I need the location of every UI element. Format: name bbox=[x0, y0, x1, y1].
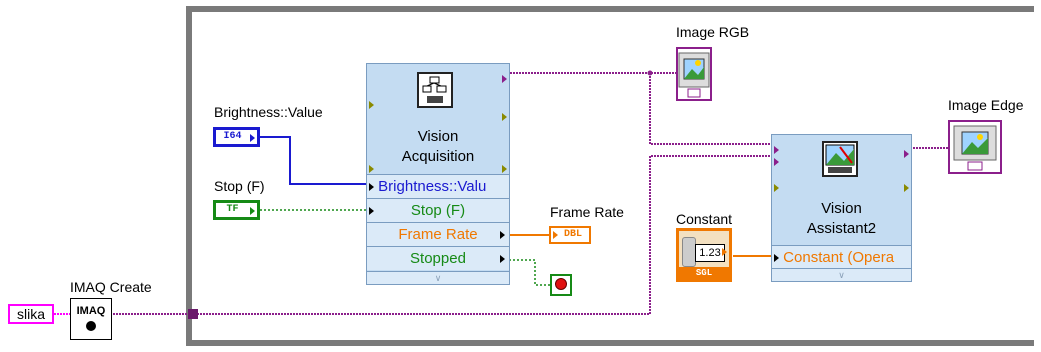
wire-junction bbox=[647, 70, 653, 76]
expand-chevron-icon[interactable]: ∨ bbox=[367, 271, 509, 284]
input-image2-terminal-icon bbox=[774, 153, 779, 171]
terminal-arrow-icon bbox=[774, 254, 779, 263]
output-image-terminal-icon bbox=[904, 145, 909, 163]
image-display-icon bbox=[953, 125, 997, 171]
error-out-terminal-icon bbox=[502, 160, 507, 178]
constant-control[interactable]: 1.23 SGL bbox=[676, 228, 732, 282]
error-out-terminal-icon bbox=[904, 179, 909, 197]
terminal-brightness-label: Brightness::Valu bbox=[378, 178, 487, 195]
constant-label: Constant bbox=[676, 211, 733, 227]
while-loop-frame[interactable] bbox=[186, 6, 1034, 346]
terminal-frame-rate-label: Frame Rate bbox=[398, 226, 478, 243]
terminal-stop[interactable]: Stop (F) bbox=[367, 198, 509, 222]
input-image-terminal-icon bbox=[774, 141, 779, 159]
image-wire bbox=[113, 155, 772, 315]
frame-rate-type: DBL bbox=[563, 229, 582, 240]
image-name-constant[interactable]: slika bbox=[8, 304, 54, 324]
input-terminal-icon bbox=[369, 96, 374, 114]
stop-icon bbox=[555, 278, 567, 290]
image-display-icon bbox=[678, 52, 710, 98]
terminal-constant[interactable]: Constant (Opera bbox=[772, 245, 911, 269]
frame-rate-indicator[interactable]: DBL bbox=[549, 226, 591, 244]
terminal-constant-label: Constant (Opera bbox=[783, 249, 895, 266]
stop-label: Stop (F) bbox=[214, 178, 265, 194]
stop-condition-terminal[interactable] bbox=[550, 274, 572, 296]
error-in-terminal-icon bbox=[774, 179, 779, 197]
constant-value: 1.23 bbox=[695, 244, 725, 262]
constant-type: SGL bbox=[679, 267, 729, 279]
vision-acquisition-title-line2: Acquisition bbox=[401, 148, 475, 165]
frame-rate-label: Frame Rate bbox=[550, 204, 624, 220]
terminal-arrow-icon bbox=[553, 231, 558, 239]
vision-acquisition-node[interactable]: Vision Acquisition Brightness::Valu Stop… bbox=[366, 63, 510, 285]
loop-tunnel bbox=[188, 309, 198, 319]
vision-assistant-title-line1: Vision bbox=[821, 200, 862, 217]
expand-chevron-icon[interactable]: ∨ bbox=[772, 268, 911, 281]
image-rgb-label: Image RGB bbox=[676, 24, 750, 40]
bool-wire-stopped bbox=[505, 259, 550, 286]
imaq-create-node[interactable]: IMAQ bbox=[70, 298, 112, 340]
terminal-brightness[interactable]: Brightness::Valu bbox=[367, 174, 509, 198]
terminal-arrow-icon bbox=[722, 248, 727, 256]
image-wire-rgb-branch bbox=[649, 73, 772, 145]
int-wire bbox=[260, 136, 368, 185]
terminal-arrow-icon bbox=[500, 255, 505, 263]
terminal-frame-rate[interactable]: Frame Rate bbox=[367, 222, 509, 246]
image-edge-indicator[interactable] bbox=[948, 120, 1002, 174]
output-terminal-icon bbox=[502, 108, 507, 126]
image-name-text: slika bbox=[16, 306, 45, 322]
imaq-create-icon bbox=[86, 321, 96, 331]
imaq-text: IMAQ bbox=[76, 305, 106, 317]
vision-assistant-node[interactable]: Vision Assistant2 Constant (Opera ∨ bbox=[771, 134, 912, 282]
terminal-arrow-icon bbox=[500, 231, 505, 239]
vision-assistant-icon bbox=[822, 141, 858, 177]
terminal-stopped[interactable]: Stopped bbox=[367, 246, 509, 270]
vision-acquisition-title-line1: Vision bbox=[417, 128, 459, 145]
constant-knob-icon bbox=[682, 237, 696, 267]
vision-acquisition-icon bbox=[417, 72, 453, 108]
vision-assistant-title-line2: Assistant2 bbox=[806, 220, 877, 237]
brightness-type: I64 bbox=[223, 131, 242, 142]
vision-acquisition-title: Vision Acquisition bbox=[367, 127, 509, 167]
terminal-arrow-icon bbox=[369, 207, 374, 215]
stop-type: TF bbox=[226, 204, 239, 215]
imaq-create-label: IMAQ Create bbox=[70, 279, 152, 295]
image-edge-label: Image Edge bbox=[948, 97, 1024, 113]
brightness-label: Brightness::Value bbox=[214, 104, 323, 120]
terminal-arrow-icon bbox=[250, 207, 255, 215]
brightness-control[interactable]: I64 bbox=[213, 127, 260, 147]
terminal-arrow-icon bbox=[250, 134, 255, 142]
terminal-stop-label: Stop (F) bbox=[410, 202, 466, 219]
stop-control[interactable]: TF bbox=[213, 200, 260, 220]
vision-assistant-title: Vision Assistant2 bbox=[772, 199, 911, 239]
terminal-arrow-icon bbox=[369, 183, 374, 192]
error-in-terminal-icon bbox=[369, 160, 374, 178]
terminal-stopped-label: Stopped bbox=[410, 250, 466, 267]
image-rgb-indicator[interactable] bbox=[676, 47, 712, 101]
output-image-terminal-icon bbox=[502, 70, 507, 88]
